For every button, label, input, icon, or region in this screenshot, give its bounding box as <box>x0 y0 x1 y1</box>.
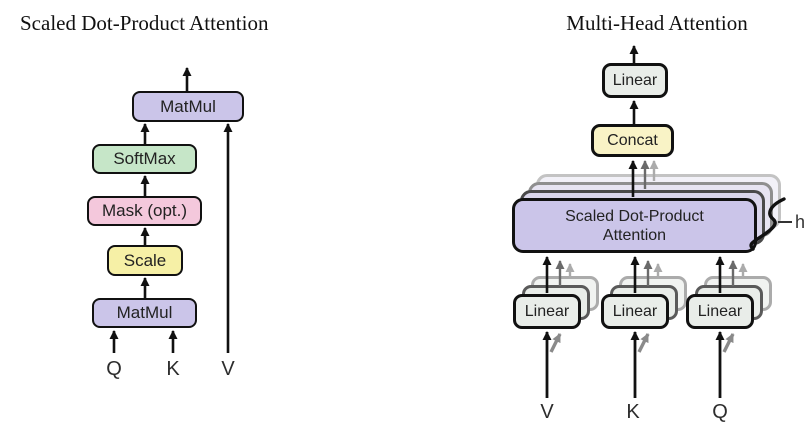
matmul-top-box: MatMul <box>132 91 244 122</box>
k-input-label-right: K <box>626 401 640 423</box>
head-count-squiggle <box>749 197 786 251</box>
q-input-label: Q <box>106 358 122 380</box>
concat-box: Concat <box>591 124 674 157</box>
linear-q-label: Linear <box>697 302 743 320</box>
v-input-label-right: V <box>540 401 554 423</box>
linear-q-box: Linear <box>686 294 754 329</box>
mask-label: Mask (opt.) <box>101 201 188 220</box>
head-count-label: h <box>795 212 806 232</box>
matmul-bottom-box: MatMul <box>92 298 197 328</box>
linear-v-label: Linear <box>524 302 570 320</box>
k-shadow-arrow <box>637 333 650 353</box>
q-shadow-arrow <box>722 333 735 353</box>
right-diagram-title: Multi-Head Attention <box>566 11 748 35</box>
k-input-label: K <box>166 358 180 380</box>
linear-k-box: Linear <box>601 294 669 329</box>
softmax-label: SoftMax <box>113 149 176 168</box>
v-shadow-arrow <box>549 333 562 353</box>
attention-label-line2: Attention <box>602 226 667 244</box>
linear-out-label: Linear <box>612 71 658 89</box>
linear-k-label: Linear <box>612 302 658 320</box>
matmul-bottom-label: MatMul <box>116 303 173 322</box>
linear-out-box: Linear <box>602 63 668 98</box>
attention-label-line1: Scaled Dot-Product <box>565 207 704 225</box>
linear-v-box: Linear <box>513 294 581 329</box>
scale-label: Scale <box>123 250 167 270</box>
left-diagram-title: Scaled Dot-Product Attention <box>20 11 269 35</box>
mask-box: Mask (opt.) <box>87 196 202 226</box>
v-input-label: V <box>221 358 235 380</box>
matmul-top-label: MatMul <box>160 96 216 116</box>
scaled-dot-product-attention-box: Scaled Dot-Product Attention <box>512 198 757 253</box>
softmax-box: SoftMax <box>92 144 197 174</box>
scale-box: Scale <box>107 245 183 276</box>
concat-label: Concat <box>607 131 658 149</box>
q-input-label-right: Q <box>712 401 728 423</box>
